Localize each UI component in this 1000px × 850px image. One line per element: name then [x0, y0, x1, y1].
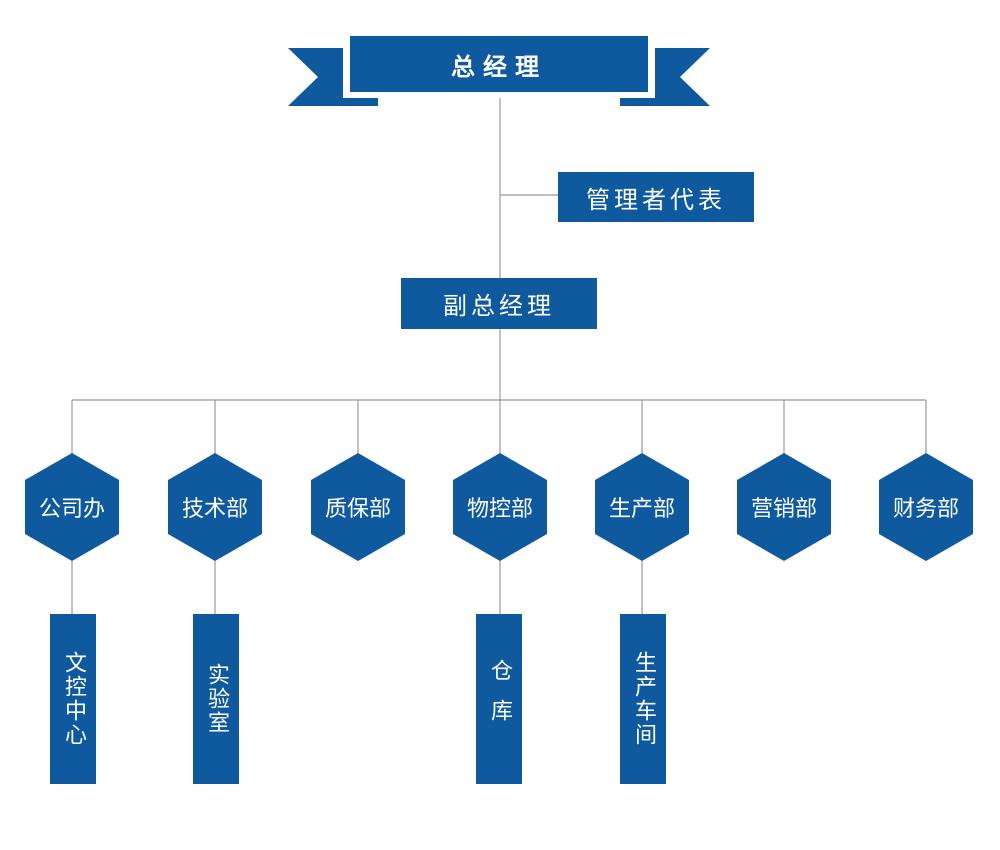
department-hexagon: 财务部 [879, 453, 973, 561]
sub-unit-label: 文控中心 [61, 651, 86, 747]
department-hexagon: 营销部 [737, 453, 831, 561]
department-hexagon: 技术部 [168, 453, 262, 561]
sub-unit-label: 生产车间 [631, 651, 656, 747]
mgmt-rep-box: 管理者代表 [558, 172, 754, 222]
department-hexagon: 生产部 [595, 453, 689, 561]
department-hexagon: 物控部 [453, 453, 547, 561]
department-label: 公司办 [38, 497, 105, 522]
department-label: 质保部 [324, 497, 391, 522]
sub-unit-box: 仓库 [476, 614, 522, 784]
sub-unit-box: 生产车间 [620, 614, 666, 784]
sub-unit-label: 实验室 [204, 663, 229, 735]
deputy-label: 副总经理 [443, 292, 555, 320]
department-label: 财务部 [892, 497, 959, 522]
mgmt-rep-label: 管理者代表 [586, 185, 726, 214]
sub-unit-label: 仓库 [487, 659, 512, 739]
department-label: 营销部 [750, 497, 817, 522]
department-hexagon: 公司办 [25, 453, 119, 561]
department-label: 技术部 [181, 497, 248, 522]
department-label: 物控部 [466, 497, 533, 522]
deputy-box: 副总经理 [401, 278, 597, 329]
sub-unit-box: 实验室 [193, 614, 239, 784]
ceo-label: 总经理 [451, 52, 547, 81]
department-label: 生产部 [608, 497, 675, 522]
department-hexagon: 质保部 [311, 453, 405, 561]
sub-unit-box: 文控中心 [50, 614, 96, 784]
